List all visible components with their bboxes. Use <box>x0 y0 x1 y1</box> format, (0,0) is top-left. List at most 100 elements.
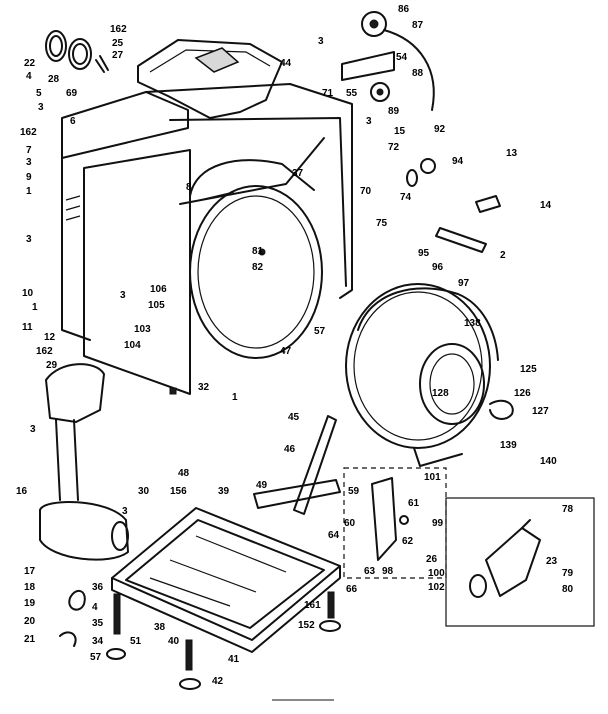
callout-c50: 103 <box>134 324 151 335</box>
callout-c72: 49 <box>256 480 268 491</box>
callout-c104: 40 <box>168 636 180 647</box>
callout-c16: 44 <box>280 58 292 69</box>
callout-c60: 29 <box>46 360 58 371</box>
callout-c108: 161 <box>304 600 321 611</box>
callout-c15: 1 <box>26 186 32 197</box>
callout-c1: 162 <box>110 24 127 35</box>
callout-c24: 71 <box>322 88 334 99</box>
callout-c51: 104 <box>124 340 141 351</box>
callout-c33: 74 <box>400 192 412 203</box>
callout-c94: 19 <box>24 598 36 609</box>
callout-c78: 30 <box>138 486 150 497</box>
callout-c3: 27 <box>112 50 124 61</box>
callout-c48: 3 <box>120 290 126 301</box>
dryer-drum <box>189 159 323 359</box>
callout-c59: 127 <box>532 406 549 417</box>
callout-c95: 20 <box>24 616 36 627</box>
cabinet-frame <box>61 83 353 395</box>
door-seal-rings <box>45 30 109 73</box>
callout-c14: 9 <box>26 172 32 183</box>
callout-c13: 3 <box>26 157 32 168</box>
callout-c103: 38 <box>154 622 166 633</box>
callout-c99: 35 <box>92 618 104 629</box>
callout-c45: 96 <box>432 262 444 273</box>
callout-c2: 25 <box>112 38 124 49</box>
callout-c93: 18 <box>24 582 36 593</box>
callout-c54: 57 <box>314 326 326 337</box>
callout-c9: 3 <box>38 102 44 113</box>
callout-c66: 139 <box>500 440 517 451</box>
callout-c57: 128 <box>432 388 449 399</box>
callout-c62: 32 <box>198 382 210 393</box>
callout-c74: 59 <box>348 486 360 497</box>
callout-c100: 34 <box>92 636 104 647</box>
callout-c10: 6 <box>70 116 76 127</box>
callout-c44: 95 <box>418 248 430 259</box>
callout-c29: 94 <box>452 156 464 167</box>
callout-c91: 64 <box>328 530 340 541</box>
callout-c11: 162 <box>20 127 37 138</box>
callout-c6: 28 <box>48 74 60 85</box>
callout-c79: 3 <box>122 506 128 517</box>
callout-c31: 37 <box>292 168 304 179</box>
callout-c27: 92 <box>434 124 446 135</box>
callout-c8: 5 <box>36 88 42 99</box>
callout-c30: 13 <box>506 148 518 159</box>
callout-c40: 3 <box>26 234 32 245</box>
callout-c80: 78 <box>562 504 574 515</box>
callout-c55: 138 <box>464 318 481 329</box>
callout-c7: 69 <box>66 88 78 99</box>
callout-c73: 101 <box>424 472 441 483</box>
idler-parts <box>406 158 501 253</box>
callout-c102: 51 <box>130 636 142 647</box>
front-bulkhead <box>345 283 514 467</box>
callout-c21: 88 <box>412 68 424 79</box>
leveling-legs <box>59 589 341 690</box>
callout-c81: 99 <box>432 518 444 529</box>
callout-c61: 47 <box>280 346 292 357</box>
callout-c46: 97 <box>458 278 470 289</box>
callout-c106: 42 <box>212 676 224 687</box>
inset-detail <box>445 497 595 627</box>
callout-c56: 125 <box>520 364 537 375</box>
support-brace <box>253 415 341 515</box>
callout-c107: 66 <box>346 584 358 595</box>
callout-c19: 87 <box>412 20 424 31</box>
callout-c34: 14 <box>540 200 552 211</box>
callout-c63: 1 <box>232 392 238 403</box>
callout-c92: 17 <box>24 566 36 577</box>
callout-c32: 70 <box>360 186 372 197</box>
callout-c88: 80 <box>562 584 574 595</box>
callout-c4: 22 <box>24 58 36 69</box>
blower-housing <box>39 363 129 561</box>
callout-c12: 7 <box>26 145 32 156</box>
callout-c25: 3 <box>366 116 372 127</box>
callout-c58: 126 <box>514 388 531 399</box>
callout-c83: 26 <box>426 554 438 565</box>
callout-c68: 46 <box>284 444 296 455</box>
callout-c39: 82 <box>252 262 264 273</box>
callout-c53: 162 <box>36 346 53 357</box>
callout-c109: 152 <box>298 620 315 631</box>
callout-c42: 1 <box>32 302 38 313</box>
callout-c82: 62 <box>402 536 414 547</box>
callout-c84: 100 <box>428 568 445 579</box>
callout-c97: 36 <box>92 582 104 593</box>
callout-c70: 156 <box>170 486 187 497</box>
callout-c71: 39 <box>218 486 230 497</box>
callout-c20: 54 <box>396 52 408 63</box>
callout-c23: 89 <box>388 106 400 117</box>
callout-c101: 57 <box>90 652 102 663</box>
callout-c77: 16 <box>16 486 28 497</box>
callout-c69: 48 <box>178 468 190 479</box>
callout-c89: 63 <box>364 566 376 577</box>
callout-c85: 102 <box>428 582 445 593</box>
callout-c43: 11 <box>22 322 33 333</box>
top-cover-panel <box>137 39 283 119</box>
base-frame <box>111 507 341 653</box>
callout-c41: 10 <box>22 288 34 299</box>
callout-c36: 75 <box>376 218 388 229</box>
callout-c35: 8 <box>186 182 192 193</box>
callout-c64: 3 <box>30 424 36 435</box>
